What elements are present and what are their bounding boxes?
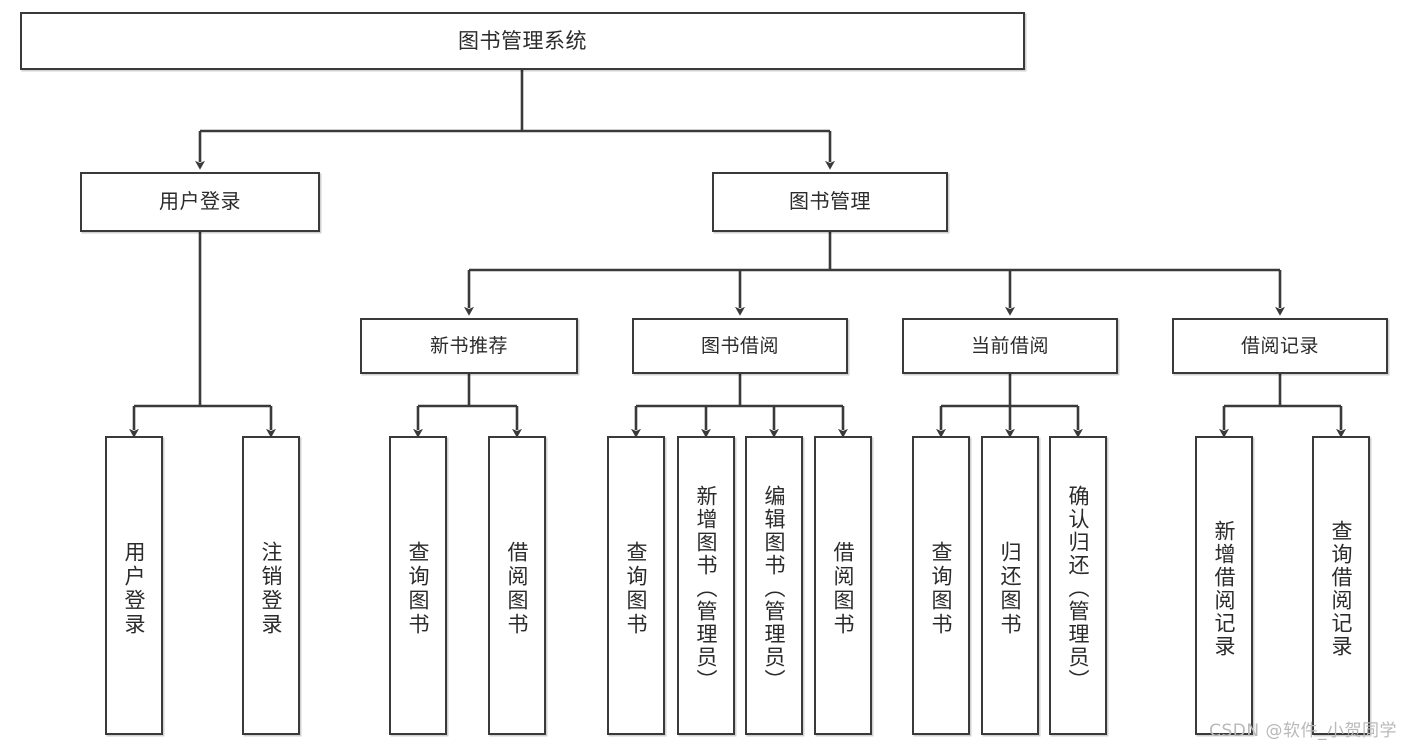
node-label-leaf-add-book-admin: 新增图书（管理员） xyxy=(694,485,719,692)
node-label-leaf-query-book-1: 查询图书 xyxy=(406,540,431,637)
node-leaf-query-book-1[interactable]: 查询图书 xyxy=(389,436,447,735)
node-leaf-add-book-admin[interactable]: 新增图书（管理员） xyxy=(677,436,735,735)
node-root-system[interactable]: 图书管理系统 xyxy=(20,12,1025,70)
node-leaf-borrow-book-2[interactable]: 借阅图书 xyxy=(814,436,872,735)
node-leaf-user-login[interactable]: 用户登录 xyxy=(105,436,163,735)
node-leaf-edit-book-admin[interactable]: 编辑图书（管理员） xyxy=(745,436,803,735)
node-label-leaf-return-book: 归还图书 xyxy=(998,540,1023,637)
node-leaf-query-book-2[interactable]: 查询图书 xyxy=(607,436,665,735)
node-leaf-borrow-book-1[interactable]: 借阅图书 xyxy=(488,436,546,735)
node-label-root: 图书管理系统 xyxy=(458,28,587,53)
node-label-leaf-query-borrow-record: 查询借阅记录 xyxy=(1329,519,1354,658)
node-label-leaf-edit-book-admin: 编辑图书（管理员） xyxy=(762,485,787,692)
node-borrow-record[interactable]: 借阅记录 xyxy=(1172,318,1388,374)
node-label-borrow-record: 借阅记录 xyxy=(1240,334,1319,357)
node-leaf-confirm-return-admin[interactable]: 确认归还（管理员） xyxy=(1049,436,1107,735)
node-label-current-borrow: 当前借阅 xyxy=(970,334,1049,357)
node-leaf-logout-login[interactable]: 注销登录 xyxy=(242,436,300,735)
node-label-new-book-rec: 新书推荐 xyxy=(429,334,508,357)
node-leaf-add-borrow-record[interactable]: 新增借阅记录 xyxy=(1195,436,1253,735)
node-label-leaf-user-login: 用户登录 xyxy=(122,540,147,637)
node-leaf-query-borrow-record[interactable]: 查询借阅记录 xyxy=(1312,436,1370,735)
node-current-borrow[interactable]: 当前借阅 xyxy=(902,318,1118,374)
node-label-leaf-add-borrow-record: 新增借阅记录 xyxy=(1212,519,1237,658)
node-book-manage[interactable]: 图书管理 xyxy=(712,172,948,232)
watermark-text: CSDN @软件_小贺同学 xyxy=(1209,721,1397,741)
node-new-book-recommendation[interactable]: 新书推荐 xyxy=(360,318,578,374)
node-label-leaf-borrow-book-1: 借阅图书 xyxy=(505,540,530,637)
node-label-leaf-query-book-2: 查询图书 xyxy=(624,540,649,637)
node-label-book-borrow: 图书借阅 xyxy=(700,334,779,357)
node-book-borrow[interactable]: 图书借阅 xyxy=(632,318,848,374)
node-leaf-query-book-3[interactable]: 查询图书 xyxy=(912,436,970,735)
node-label-leaf-borrow-book-2: 借阅图书 xyxy=(831,540,856,637)
node-leaf-return-book[interactable]: 归还图书 xyxy=(981,436,1039,735)
node-label-leaf-query-book-3: 查询图书 xyxy=(929,540,954,637)
node-user-login[interactable]: 用户登录 xyxy=(80,172,320,232)
node-label-leaf-confirm-return-admin: 确认归还（管理员） xyxy=(1066,485,1091,692)
node-label-leaf-logout-login: 注销登录 xyxy=(259,540,284,637)
node-label-user-login: 用户登录 xyxy=(159,189,241,214)
node-label-book-manage: 图书管理 xyxy=(789,189,871,214)
